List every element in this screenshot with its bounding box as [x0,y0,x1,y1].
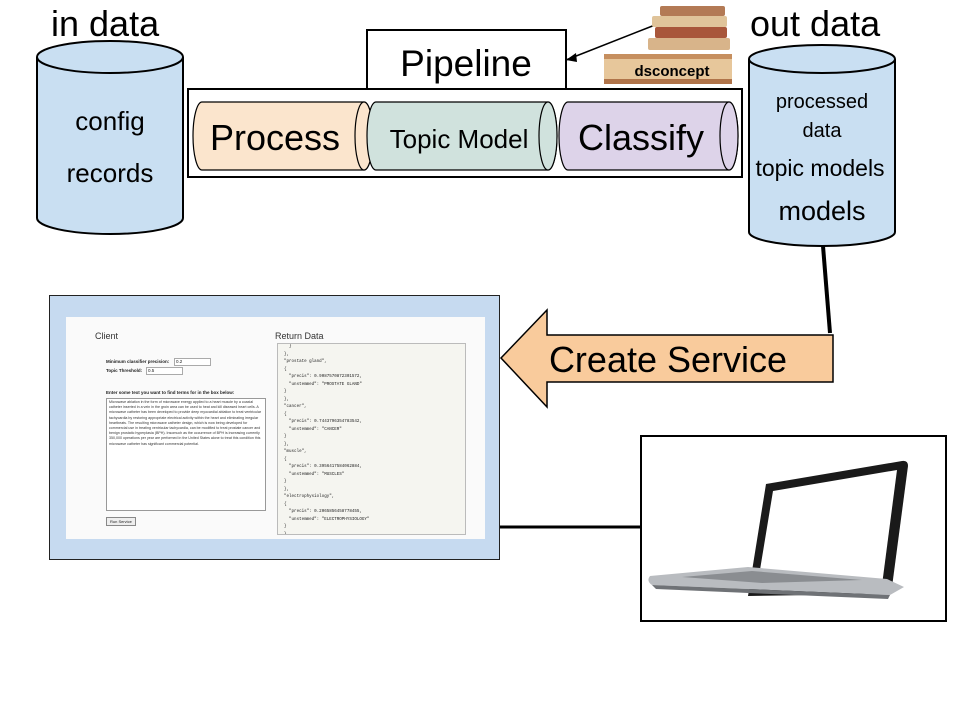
create-service-label: Create Service [549,339,787,380]
client-app-view: Client Return Data Minimum classifier pr… [66,317,485,539]
laptop-icon [648,460,908,599]
out-db-line: data [803,120,843,142]
in-data-title: in data [51,3,160,44]
create-service-arrow-icon [499,308,834,409]
in-data-database-icon [36,40,184,235]
return-data-heading: Return Data [275,331,324,341]
client-heading: Client [95,331,119,341]
return-data-box: }}, "prostate gland", { "precis": 0.908757… [277,343,466,535]
return-data-line: { [284,367,287,372]
stage-label: Process [210,117,340,158]
return-data-line: } [284,480,287,484]
return-data-line: }, [284,442,290,447]
return-data-line: "electrophysiology", [284,495,335,499]
pipeline-label: Pipeline [400,43,532,84]
out-data-title: out data [750,3,881,44]
return-data-line: } [284,435,287,439]
return-data-line: }, [284,532,290,535]
return-data-line: }, [284,397,290,402]
out-db-line: models [778,196,865,226]
return-data-line: "precis": 0.3956417584062884, [284,465,362,469]
return-data-line: "unstemmed": "CANCER" [284,427,342,432]
dsconcept-pointer-line [565,24,656,61]
return-data-line: "unstemmed": "ELECTROPHYSIOLOGY" [284,517,370,522]
return-data-line: "precis": 0.2065856458778455, [284,510,362,514]
out-data-database-icon [748,44,896,247]
return-data-line: { [284,412,287,417]
out-db-line: topic models [755,155,884,181]
min-precision-label: Minimum classifier precision: [106,359,170,364]
min-precision-input[interactable]: 0.2 [174,358,211,366]
pipeline-label-box [366,29,567,91]
return-data-line: }, [284,487,290,492]
in-db-line: records [67,158,154,188]
text-prompt: Enter some text you want to find terms f… [106,390,235,395]
arrowhead-icon [566,53,577,62]
stage-process [192,101,374,171]
return-data-line: "unstemmed": "MUSCLES" [284,472,345,477]
return-data-line: "precis": 0.7443796354783542, [284,420,362,424]
in-db-line: config [75,106,144,136]
stage-topic-model [366,101,558,171]
return-data-line: { [284,457,287,462]
dsconcept-label: dsconcept [634,63,709,80]
return-data-line: "muscle", [284,450,307,454]
return-data-line: } [284,345,292,349]
topic-threshold-label: Topic Threshold: [106,368,143,373]
books-icon [604,6,732,84]
connector-line [821,245,832,334]
stage-classify [558,101,739,171]
client-screenshot: Client Return Data Minimum classifier pr… [49,295,500,560]
return-data-line: "unstemmed": "PROSTATE GLAND" [284,382,362,387]
return-data-line: "precis": 0.9087570872301572, [284,375,362,379]
topic-threshold-input[interactable]: 0.5 [146,367,183,375]
return-data-line: } [284,525,287,529]
return-data-line: } [284,390,287,394]
return-data-line: { [284,502,287,507]
input-text-area[interactable]: Microwave ablation in the form of microw… [106,398,266,511]
stage-label: Classify [578,117,704,158]
laptop-panel [640,435,947,622]
return-data-line: }, [284,352,290,357]
return-data-line: "prostate gland", [284,360,327,364]
run-service-button[interactable]: Run Service [106,517,136,526]
out-db-line: processed [776,91,868,113]
return-data-line: "cancer", [284,405,307,409]
stage-label: Topic Model [390,124,529,154]
